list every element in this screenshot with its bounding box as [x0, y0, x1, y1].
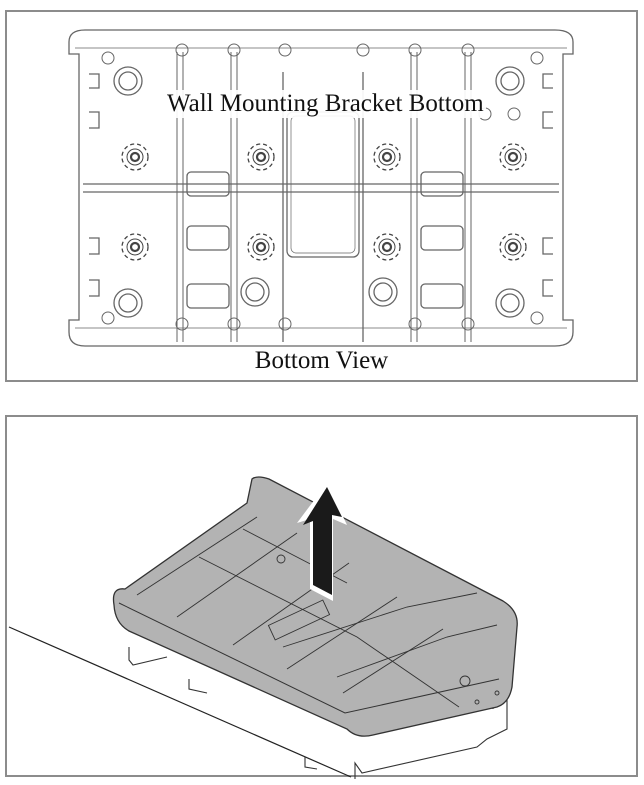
bracket-tray: [112, 476, 518, 737]
screw-bosses: [121, 143, 527, 261]
bottom-view-panel: Wall Mounting Bracket Bottom Bottom View: [5, 10, 638, 382]
removal-illustration-panel: [5, 415, 638, 779]
bracket-bottom-view-drawing: [68, 29, 574, 347]
bracket-outline: [68, 29, 574, 347]
center-rib: [83, 183, 559, 193]
edge-keyholes: [101, 43, 544, 331]
bracket-isometric-drawing: [8, 476, 518, 779]
lift-arrow-icon: [297, 483, 347, 601]
part-label: Wall Mounting Bracket Bottom: [165, 90, 486, 118]
corner-rings: [113, 66, 525, 318]
figure-caption: Bottom View: [254, 347, 389, 374]
mounting-surface-edge: [8, 626, 352, 778]
